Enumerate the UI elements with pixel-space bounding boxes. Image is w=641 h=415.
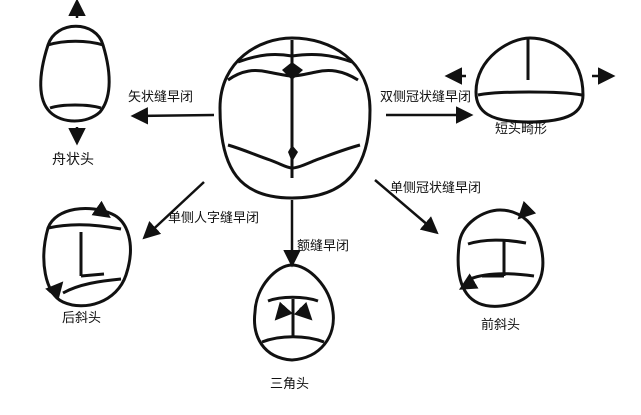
posterior-plagiocephaly-top-arrow (91, 200, 111, 219)
unilateral-lambdoid-transition: 单侧人字缝早闭 (142, 181, 259, 240)
posterior-plagiocephaly-group: 后斜头 (42, 200, 132, 326)
sagittal-transition: 矢状缝早闭 (128, 90, 215, 125)
unilateral-lambdoid-label: 单侧人字缝早闭 (168, 211, 259, 226)
anterior-plagiocephaly-group: 前斜头 (456, 200, 545, 333)
anterior-plagiocephaly-bottom-arrow (458, 273, 479, 290)
sagittal-arrow (130, 107, 215, 125)
bilateral-coronal-label: 双侧冠状缝早闭 (380, 90, 471, 105)
posterior-plagiocephaly-label: 后斜头 (62, 311, 101, 326)
trigonocephaly-left-arrow (274, 301, 293, 321)
sagittal-label: 矢状缝早闭 (128, 90, 193, 105)
unilateral-coronal-arrow (374, 179, 439, 235)
anterior-plagiocephaly-label: 前斜头 (481, 317, 520, 333)
anterior-plagiocephaly-shape (456, 208, 545, 308)
scaphocephaly-shape (39, 24, 111, 123)
fontanelle-posterior (288, 145, 298, 162)
scaphocephaly-label: 舟状头 (52, 152, 94, 168)
metopic-label: 额缝早闭 (297, 239, 349, 254)
trigonocephaly-label: 三角头 (270, 377, 309, 392)
unilateral-coronal-label: 单侧冠状缝早闭 (390, 181, 481, 196)
brachycephaly-group: 短头畸形 (444, 36, 616, 137)
bilateral-coronal-transition: 双侧冠状缝早闭 (380, 90, 474, 124)
anterior-plagiocephaly-top-arrow (517, 200, 537, 220)
metopic-transition: 额缝早闭 (283, 200, 349, 268)
trigonocephaly-right-arrow (293, 301, 313, 321)
posterior-plagiocephaly-shape (42, 207, 132, 308)
fontanelle-anterior (282, 62, 303, 80)
trigonocephaly-group: 三角头 (253, 263, 335, 392)
unilateral-lambdoid-arrow (142, 181, 205, 240)
center-skull (218, 36, 372, 200)
scaphocephaly-group: 舟状头 (39, 0, 111, 168)
unilateral-coronal-transition: 单侧冠状缝早闭 (374, 179, 481, 235)
brachycephaly-label: 短头畸形 (495, 122, 547, 137)
posterior-plagiocephaly-bottom-arrow (45, 281, 64, 301)
